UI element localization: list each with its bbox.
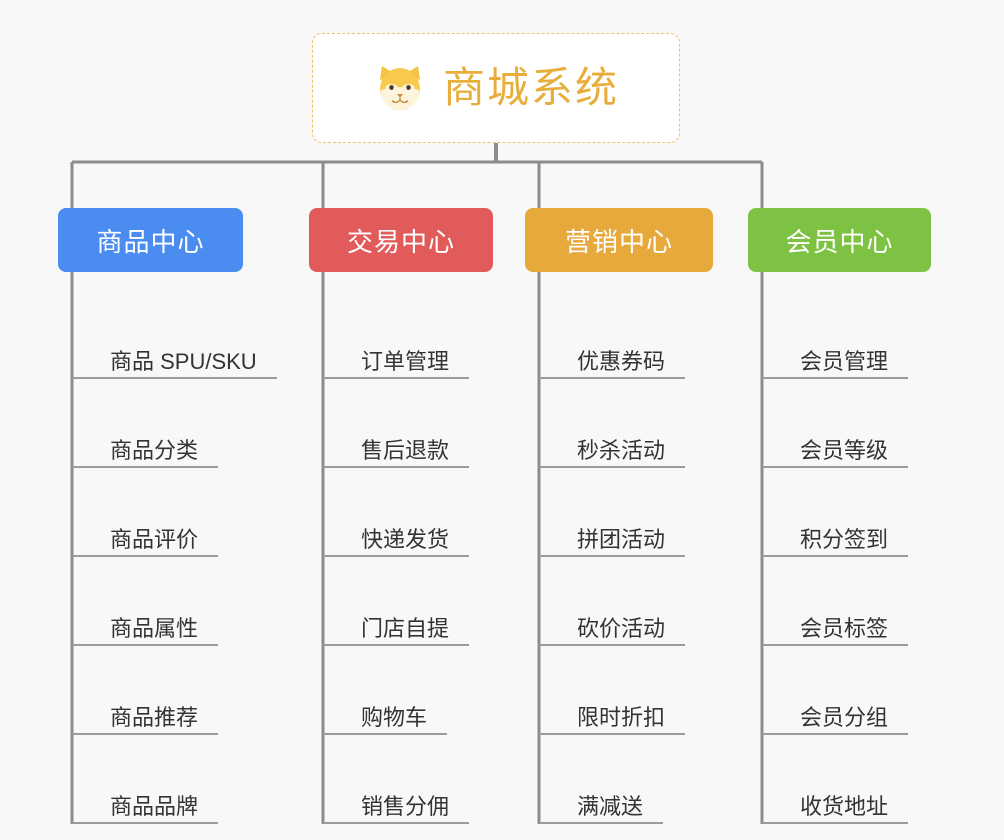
leaf-item[interactable]: 售后退款 bbox=[323, 379, 469, 468]
root-node[interactable]: 商城系统 bbox=[312, 33, 680, 143]
leaf-item[interactable]: 快递发货 bbox=[323, 468, 469, 557]
leaf-item-underline bbox=[539, 822, 663, 824]
leaf-item[interactable]: 限时折扣 bbox=[539, 646, 685, 735]
leaf-item-underline bbox=[323, 733, 447, 735]
leaf-item-label: 商品推荐 bbox=[110, 705, 199, 730]
leaf-item[interactable]: 商品推荐 bbox=[72, 646, 263, 735]
leaf-item-label: 购物车 bbox=[361, 705, 428, 730]
leaf-item-underline bbox=[323, 555, 469, 557]
leaf-item-underline bbox=[72, 466, 218, 468]
leaf-item[interactable]: 商品品牌 bbox=[72, 735, 263, 824]
leaf-item-underline bbox=[72, 644, 218, 646]
leaf-item-underline bbox=[323, 822, 469, 824]
leaf-item[interactable]: 优惠券码 bbox=[539, 290, 685, 379]
branch-label: 商品中心 bbox=[96, 226, 205, 257]
leaf-item-underline bbox=[762, 733, 908, 735]
leaf-item-underline bbox=[762, 466, 908, 468]
leaf-item-label: 门店自提 bbox=[361, 616, 450, 641]
leaf-item-label: 快递发货 bbox=[361, 527, 450, 552]
leaf-item-underline bbox=[762, 555, 908, 557]
branch-node-3[interactable]: 营销中心 bbox=[525, 208, 713, 272]
branch-node-4[interactable]: 会员中心 bbox=[748, 208, 931, 272]
leaf-item-label: 砍价活动 bbox=[577, 616, 666, 641]
leaf-item-underline bbox=[762, 377, 908, 379]
root-node-content: 商城系统 bbox=[373, 63, 619, 113]
shiba-inu-dog-face-icon bbox=[373, 63, 427, 113]
leaf-item-label: 会员标签 bbox=[800, 616, 889, 641]
leaf-item-label: 商品评价 bbox=[110, 527, 199, 552]
branch-label: 营销中心 bbox=[564, 226, 673, 257]
leaf-item[interactable]: 销售分佣 bbox=[323, 735, 469, 824]
branch-items-2: 订单管理售后退款快递发货门店自提购物车销售分佣 bbox=[323, 290, 469, 824]
leaf-item-underline bbox=[539, 466, 685, 468]
leaf-item-label: 拼团活动 bbox=[577, 527, 666, 552]
leaf-item-underline bbox=[539, 644, 685, 646]
branch-label: 会员中心 bbox=[785, 226, 894, 257]
leaf-item-label: 商品品牌 bbox=[110, 794, 199, 819]
leaf-item-label: 会员管理 bbox=[800, 349, 889, 374]
branch-items-1: 商品 SPU/SKU 商品分类商品评价商品属性商品推荐商品品牌 bbox=[72, 290, 277, 824]
leaf-item-label: 优惠券码 bbox=[577, 349, 666, 374]
leaf-item-underline bbox=[72, 377, 277, 379]
leaf-item-label: 售后退款 bbox=[361, 438, 450, 463]
leaf-item[interactable]: 商品属性 bbox=[72, 557, 263, 646]
leaf-item[interactable]: 会员管理 bbox=[762, 290, 908, 379]
leaf-item[interactable]: 会员等级 bbox=[762, 379, 908, 468]
leaf-item[interactable]: 会员标签 bbox=[762, 557, 908, 646]
root-title: 商城系统 bbox=[442, 64, 619, 111]
leaf-item-underline bbox=[72, 555, 218, 557]
leaf-item-label: 商品 SPU/SKU bbox=[110, 349, 257, 374]
leaf-item-underline bbox=[539, 733, 685, 735]
leaf-item-label: 满减送 bbox=[577, 794, 644, 819]
leaf-item[interactable]: 收货地址 bbox=[762, 735, 908, 824]
branch-items-3: 优惠券码秒杀活动拼团活动砍价活动限时折扣满减送 bbox=[539, 290, 685, 824]
leaf-item-label: 商品属性 bbox=[110, 616, 199, 641]
leaf-item-label: 订单管理 bbox=[361, 349, 450, 374]
leaf-item-label: 秒杀活动 bbox=[577, 438, 666, 463]
leaf-item[interactable]: 砍价活动 bbox=[539, 557, 685, 646]
leaf-item-label: 会员分组 bbox=[800, 705, 889, 730]
leaf-item-underline bbox=[323, 377, 469, 379]
leaf-item[interactable]: 商品分类 bbox=[72, 379, 263, 468]
branch-label: 交易中心 bbox=[346, 226, 455, 257]
leaf-item-underline bbox=[323, 644, 469, 646]
leaf-item[interactable]: 商品 SPU/SKU bbox=[72, 290, 277, 379]
leaf-item[interactable]: 订单管理 bbox=[323, 290, 469, 379]
leaf-item-label: 积分签到 bbox=[800, 527, 889, 552]
leaf-item-underline bbox=[539, 377, 685, 379]
leaf-item-label: 会员等级 bbox=[800, 438, 889, 463]
leaf-item-underline bbox=[539, 555, 685, 557]
leaf-item-underline bbox=[323, 466, 469, 468]
leaf-item[interactable]: 积分签到 bbox=[762, 468, 908, 557]
leaf-item-underline bbox=[762, 644, 908, 646]
leaf-item-label: 商品分类 bbox=[110, 438, 199, 463]
leaf-item-label: 收货地址 bbox=[800, 794, 889, 819]
leaf-item[interactable]: 会员分组 bbox=[762, 646, 908, 735]
branch-node-1[interactable]: 商品中心 bbox=[58, 208, 243, 272]
leaf-item-underline bbox=[72, 733, 218, 735]
leaf-item-underline bbox=[762, 822, 908, 824]
leaf-item-underline bbox=[72, 822, 218, 824]
leaf-item[interactable]: 秒杀活动 bbox=[539, 379, 685, 468]
leaf-item-label: 限时折扣 bbox=[577, 705, 666, 730]
branch-node-2[interactable]: 交易中心 bbox=[309, 208, 493, 272]
leaf-item[interactable]: 满减送 bbox=[539, 735, 671, 824]
leaf-item[interactable]: 门店自提 bbox=[323, 557, 469, 646]
leaf-item-label: 销售分佣 bbox=[361, 794, 450, 819]
leaf-item[interactable]: 购物车 bbox=[323, 646, 455, 735]
branch-items-4: 会员管理会员等级积分签到会员标签会员分组收货地址 bbox=[762, 290, 908, 824]
leaf-item[interactable]: 商品评价 bbox=[72, 468, 263, 557]
leaf-item[interactable]: 拼团活动 bbox=[539, 468, 685, 557]
